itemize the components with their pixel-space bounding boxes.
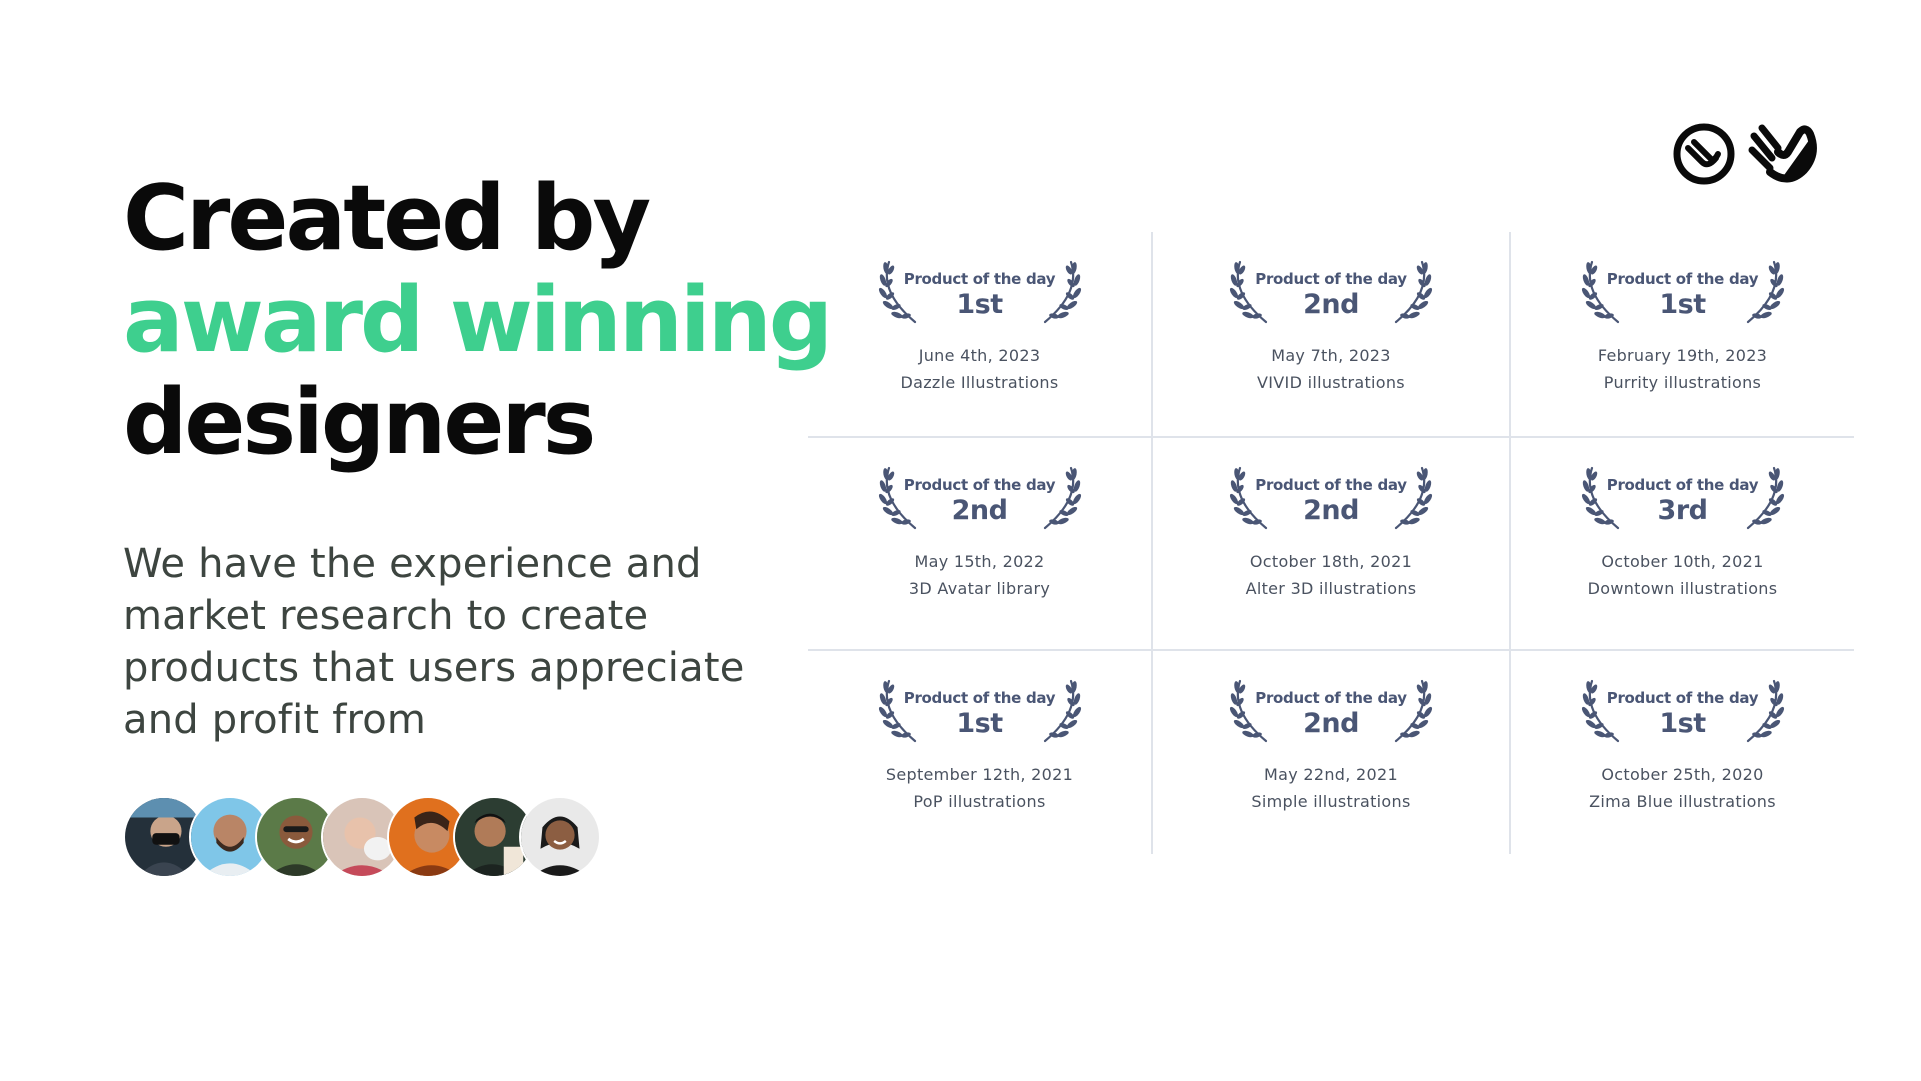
laurel-right-icon [1744,258,1788,326]
headline-line-2-accent: award winning [123,268,833,373]
award-product-name: Downtown illustrations [1587,579,1778,598]
badge-rank: 3rd [1657,495,1708,526]
laurel-right-icon [1744,677,1788,745]
headline-line-3: designers [123,370,596,475]
laurel-right-icon [1744,464,1788,532]
page-title: Created by award winning designers [123,166,833,475]
award-date: October 25th, 2020 [1601,765,1764,784]
laurel-left-icon [1578,677,1622,745]
hand-wave-logo-icon [1748,122,1818,186]
award-product-name: Purrity illustrations [1603,373,1762,392]
laurel-right-icon [1041,258,1085,326]
award-date: May 7th, 2023 [1271,346,1391,365]
laurel-left-icon [875,464,919,532]
laurel-left-icon [1578,258,1622,326]
person-avatar-icon [521,798,599,876]
laurel-right-icon [1392,464,1436,532]
badge-rank: 1st [1659,289,1706,320]
badge-title: Product of the day [1255,689,1407,707]
laurel-left-icon [875,677,919,745]
badge-title: Product of the day [1255,476,1407,494]
badge-rank: 1st [1659,708,1706,739]
person-avatar-icon [125,798,203,876]
badge-title: Product of the day [1606,270,1759,288]
laurel-left-icon [1226,677,1270,745]
designer-avatars [123,796,601,880]
badge-title: Product of the day [1255,270,1407,288]
badge-rank: 1st [956,708,1003,739]
laurel-right-icon [1041,464,1085,532]
award-date: October 10th, 2021 [1601,552,1764,571]
award-date: September 12th, 2021 [885,765,1074,784]
laurel-right-icon [1041,677,1085,745]
laurel-right-icon [1392,677,1436,745]
laurel-right-icon [1392,258,1436,326]
award-product-name: Simple illustrations [1251,792,1411,811]
badge-rank: 2nd [1303,495,1359,526]
subtext: We have the experience and market resear… [123,541,745,743]
laurel-left-icon [875,258,919,326]
badge-title: Product of the day [903,689,1056,707]
laurel-left-icon [1226,464,1270,532]
award-date: October 18th, 2021 [1249,552,1413,571]
badge-rank: 1st [956,289,1003,320]
award-date: June 4th, 2023 [918,346,1041,365]
award-date: May 22nd, 2021 [1264,765,1398,784]
award-product-name: Dazzle Illustrations [900,373,1059,392]
badge-rank: 2nd [951,495,1008,526]
badge-title: Product of the day [903,476,1056,494]
award-date: May 15th, 2022 [914,552,1045,571]
badge-title: Product of the day [1606,476,1759,494]
award-product-name: 3D Avatar library [908,579,1051,598]
award-product-name: VIVID illustrations [1257,373,1405,392]
badge-title: Product of the day [1606,689,1759,707]
badge-rank: 2nd [1303,289,1359,320]
headline-line-1: Created by [123,166,651,271]
laurel-left-icon [1578,464,1622,532]
award-product-name: PoP illustrations [913,792,1046,811]
circle-check-logo-icon [1672,122,1736,186]
badge-rank: 2nd [1303,708,1359,739]
laurel-left-icon [1226,258,1270,326]
award-date: February 19th, 2023 [1597,346,1768,365]
brand-logos [1672,122,1818,186]
award-product-name: Zima Blue illustrations [1589,792,1776,811]
badge-title: Product of the day [903,270,1056,288]
avatar [123,796,205,878]
award-product-name: Alter 3D illustrations [1245,579,1417,598]
avatar [519,796,601,878]
